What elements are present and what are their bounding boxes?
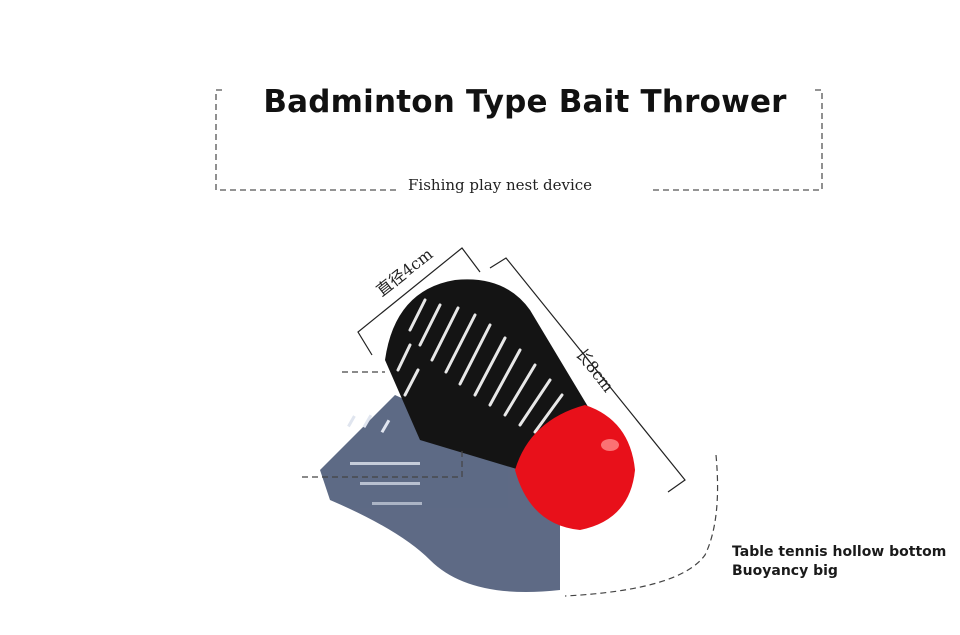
title-frame: [215, 89, 823, 191]
page-title: Badminton Type Bait Thrower: [263, 84, 787, 120]
red-float: [515, 405, 635, 530]
caption-line-1: Table tennis hollow bottom: [732, 544, 947, 560]
dimension-lines: [357, 247, 686, 493]
caption-line-2: Buoyancy big: [732, 563, 838, 579]
subtitle: Fishing play nest device: [408, 176, 593, 194]
guide-lines: [302, 371, 719, 597]
cage: [385, 279, 590, 470]
feature-caption: Table tennis hollow bottom Buoyancy big: [732, 543, 946, 581]
